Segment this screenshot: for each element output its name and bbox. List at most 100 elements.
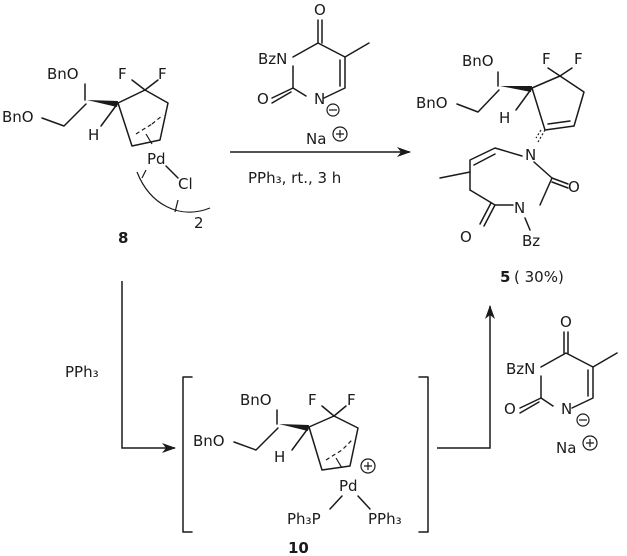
atom-o-label: O (314, 1, 326, 19)
atom-bzn-label: BzN (506, 360, 535, 378)
atom-bno-label: BnO (47, 65, 79, 83)
methyl-bond (592, 352, 618, 368)
atom-n-label: N (314, 90, 325, 108)
atom-cl-label: Cl (178, 175, 193, 193)
atom-pd-label: Pd (339, 477, 358, 495)
allyl-minus (335, 457, 343, 469)
atom-f-label: F (118, 65, 127, 83)
atom-o-label: O (460, 228, 472, 246)
atom-o-label: O (504, 400, 516, 418)
atom-h-label: H (274, 448, 285, 466)
compound-8-structure: BnO BnO F F H Pd Cl 2 (2, 65, 211, 232)
bond (357, 495, 371, 510)
allyl-dash (325, 439, 353, 461)
bracket-left (182, 376, 193, 533)
atom-bzn-label: BzN (258, 50, 287, 68)
bond (524, 217, 531, 231)
atom-h-label: H (499, 109, 510, 127)
ring-bond (117, 89, 169, 147)
ring-double-bond (473, 153, 496, 166)
bond (291, 426, 310, 451)
positive-charge (332, 126, 348, 142)
bond (333, 405, 347, 417)
bond (144, 79, 159, 91)
bond (271, 91, 292, 104)
ring-bond (308, 415, 359, 471)
condition-text: PPh₃ (65, 363, 99, 381)
bond (100, 102, 119, 127)
atom-na-label: Na (306, 130, 326, 148)
bond (519, 401, 540, 414)
atom-f-label: F (542, 50, 551, 68)
methyl-bond (344, 42, 370, 58)
atom-n-label: N (525, 146, 536, 164)
bracket-tick (174, 199, 179, 213)
atom-o-label: O (257, 90, 269, 108)
atom-na-label: Na (556, 439, 576, 457)
bond (271, 87, 294, 99)
atom-bz-label: Bz (522, 232, 540, 250)
bond (519, 397, 542, 409)
bond (515, 87, 533, 111)
atom-o-label: O (560, 313, 572, 331)
allyl-minus (145, 133, 153, 145)
arrow-10-to-5 (437, 305, 495, 449)
dimer-subscript: 2 (194, 214, 204, 232)
atom-f-label: F (347, 391, 356, 409)
atom-bno-label: BnO (240, 391, 272, 409)
atom-bno-label: BnO (193, 432, 225, 450)
intermediate-10-structure: BnO BnO F F H Pd Ph₃P PPh₃ (193, 391, 402, 528)
atom-bno-label: BnO (416, 94, 448, 112)
bracket-right (418, 376, 429, 533)
wedge-bond (500, 86, 532, 92)
ring-bond (540, 375, 554, 407)
bond (456, 89, 500, 113)
negative-charge (326, 103, 340, 117)
atom-pd-label: Pd (147, 150, 166, 168)
ring-bond (533, 161, 553, 206)
condition-text: PPh₃, rt., 3 h (248, 169, 341, 187)
positive-charge (336, 130, 344, 138)
bond (131, 79, 146, 91)
wedge-bond (279, 424, 309, 431)
bond (547, 67, 561, 77)
bond (321, 405, 335, 417)
positive-charge (582, 435, 598, 451)
wedge-bond (87, 100, 118, 107)
positive-charge (364, 462, 372, 470)
bond (479, 202, 492, 225)
negative-charge (576, 413, 590, 427)
ring-bond (531, 75, 585, 131)
atom-n-label: N (561, 400, 572, 418)
allyl-dash (151, 114, 164, 125)
atom-bno-label: BnO (462, 52, 494, 70)
bond (559, 67, 573, 77)
atom-f-label: F (158, 65, 167, 83)
atom-pph3-label: PPh₃ (368, 510, 402, 528)
reagent-thymine-bottom: O BzN O N Na (504, 313, 618, 457)
atom-bno-label: BnO (2, 108, 34, 126)
bond (165, 165, 179, 179)
arrow-8-to-10 (121, 281, 176, 453)
ring-bond (469, 147, 523, 191)
methyl-bond (439, 171, 471, 179)
atom-ph3p-label: Ph₃P (287, 510, 321, 528)
bond (329, 495, 343, 510)
atom-n-label: N (514, 199, 525, 217)
bracket-tick (141, 169, 147, 179)
yield-label: ( 30%) (514, 268, 564, 286)
bond (483, 204, 496, 227)
reagent-thymine-top: O BzN O N Na (257, 1, 370, 148)
compound-10-label: 10 (288, 539, 309, 556)
atom-f-label: F (574, 50, 583, 68)
bond (41, 103, 87, 127)
bond (233, 427, 279, 451)
hashed-bond (535, 129, 546, 143)
atom-o-label: O (568, 178, 580, 196)
bond (551, 181, 569, 189)
atom-h-label: H (88, 126, 99, 144)
compound-8-label: 8 (118, 229, 128, 247)
ring-bond (292, 65, 307, 97)
allyl-dash (135, 123, 153, 135)
